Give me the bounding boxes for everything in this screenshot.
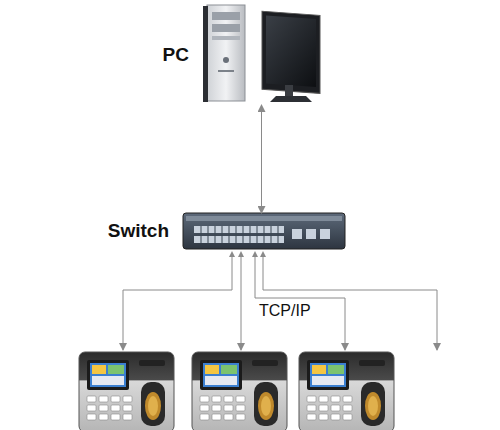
protocol-label: TCP/IP [259,302,311,320]
network-link [261,105,262,213]
computer-node: PC [203,5,320,105]
node-label: PC [163,44,189,66]
switch-node: Switch [183,213,345,249]
node-label: Switch [108,220,169,242]
